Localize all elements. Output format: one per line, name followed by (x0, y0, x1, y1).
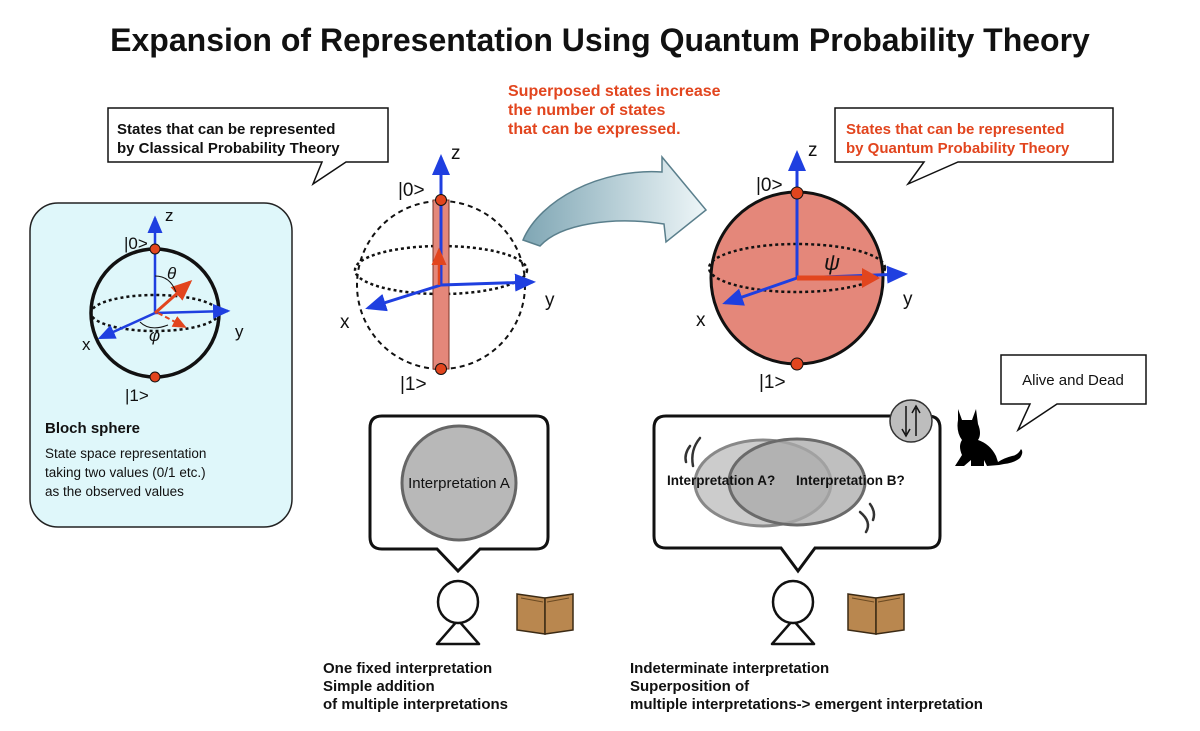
bloch-heading: Bloch sphere (45, 420, 141, 437)
classical-callout-text: States that can be represented by Classi… (117, 121, 340, 157)
interpretation-b-question-label: Interpretation B? (796, 473, 905, 488)
bloch-phi-label: φ (149, 326, 160, 345)
transition-arrow (521, 154, 708, 247)
classical-callout-box (107, 107, 389, 186)
reader-person-classical (435, 579, 481, 646)
bloch-x-label: x (82, 335, 91, 354)
superposed-note: Superposed states increase the number of… (508, 83, 721, 138)
quantum-y-label: y (903, 289, 913, 310)
classical-z-label: z (451, 143, 461, 164)
interpretation-b-ellipse (727, 437, 867, 527)
cat-icon (955, 409, 1023, 466)
page-title: Expansion of Representation Using Quantu… (110, 22, 1090, 58)
vibration-marks (684, 436, 876, 534)
cat-speech-text: Alive and Dead (1022, 372, 1124, 389)
bloch-y-label: y (235, 322, 244, 341)
classical-caption: One fixed interpretation Simple addition… (323, 660, 509, 713)
spin-updown-icon (889, 399, 933, 443)
interpretation-a-label: Interpretation A (408, 475, 510, 492)
quantum-caption: Indeterminate interpretation Superpositi… (630, 660, 983, 713)
bloch-panel (29, 202, 293, 528)
book-icon-classical (516, 593, 574, 635)
quantum-callout-box (834, 107, 1114, 186)
quantum-callout-text: States that can be represented by Quantu… (846, 121, 1070, 157)
quantum-one-label: |1> (759, 372, 786, 393)
book-icon-quantum (847, 593, 905, 635)
reader-person-quantum (770, 579, 816, 646)
bloch-z-label: z (165, 206, 174, 225)
bloch-sphere-figure (89, 215, 231, 383)
interpretation-a-question-label: Interpretation A? (667, 473, 775, 488)
quantum-psi-label: ψ (824, 250, 840, 275)
classical-y-label: y (545, 290, 555, 311)
quantum-x-label: x (696, 310, 706, 331)
classical-one-label: |1> (400, 374, 427, 395)
bloch-zero-label: |0> (124, 234, 148, 253)
quantum-z-label: z (808, 140, 818, 161)
classical-x-label: x (340, 312, 350, 333)
interpretation-a-circle (400, 424, 518, 542)
bloch-one-label: |1> (125, 386, 149, 405)
quantum-sphere-figure (707, 150, 908, 371)
bloch-theta-label: θ (167, 264, 177, 283)
cat-speech-bubble (1000, 354, 1147, 433)
quantum-zero-label: |0> (756, 175, 783, 196)
classical-zero-label: |0> (398, 180, 425, 201)
classical-sphere-figure (353, 154, 536, 375)
bloch-description: State space representation taking two va… (45, 446, 207, 499)
